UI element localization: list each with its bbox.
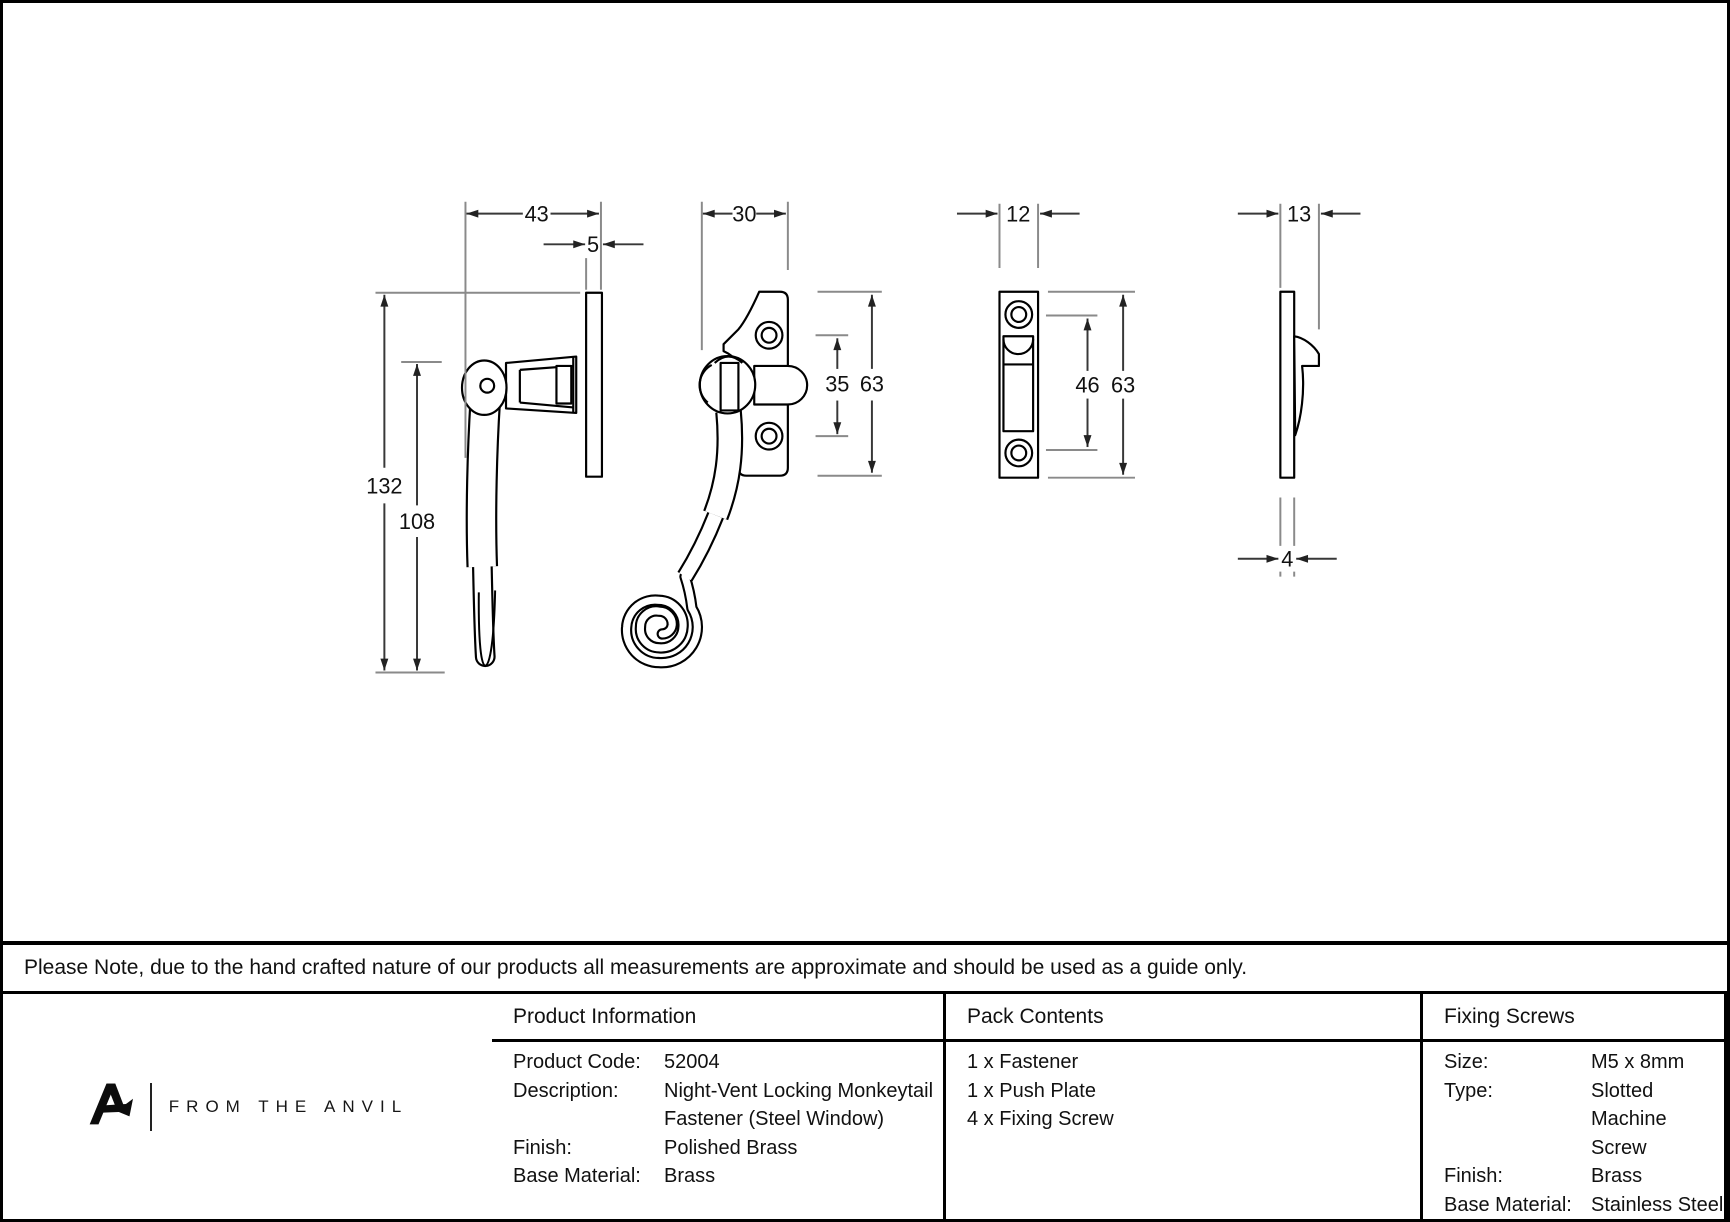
side-view-drawing	[460, 291, 604, 668]
brand-logo: FROM THE ANVIL	[87, 1080, 408, 1133]
extension-lines	[375, 201, 1320, 674]
header-pack-contents: Pack Contents	[946, 994, 1423, 1042]
front-view-drawing	[620, 290, 809, 669]
pack-item: 4 x Fixing Screw	[967, 1108, 1114, 1130]
dim-label-132: 132	[366, 474, 402, 499]
dim-label-4: 4	[1281, 547, 1293, 572]
pushplate-slot	[1002, 335, 1035, 433]
dim-label-63-pushplate: 63	[1111, 373, 1135, 398]
dim-label-46: 46	[1075, 373, 1099, 398]
row-label: Type:	[1444, 1079, 1493, 1102]
pushplate-front-drawing	[998, 290, 1040, 479]
row-value: Fastener (Steel Window)	[664, 1108, 885, 1130]
row-value: Polished Brass	[664, 1136, 798, 1159]
header-fixing-screws: Fixing Screws	[1423, 994, 1727, 1042]
fixing-screws-cell: Size: M5 x 8mm Type: Slotted Machine Scr…	[1423, 1042, 1727, 1219]
side-pivot-hole	[479, 377, 496, 394]
pushplate-side-drawing	[1279, 290, 1321, 479]
row-label: Base Material:	[1444, 1193, 1572, 1216]
product-information-cell: Product Code: 52004 Description: Night-V…	[492, 1042, 946, 1219]
pushplate-side-body	[1279, 290, 1296, 479]
dimension-lines	[380, 209, 1361, 671]
screw-row: Finish: Brass	[1444, 1162, 1724, 1191]
row-label: Size:	[1444, 1051, 1489, 1073]
dim-label-43: 43	[525, 202, 549, 227]
row-value: Stainless Steel	[1591, 1193, 1724, 1216]
product-row: Base Material: Brass	[513, 1162, 943, 1191]
front-keep-tab	[753, 364, 809, 406]
row-label: Finish:	[513, 1136, 572, 1159]
product-info-table: Product Information Pack Contents Fixing…	[3, 994, 1727, 1219]
front-lock-slot	[719, 361, 740, 412]
product-row: Description: Night-Vent Locking Monkeyta…	[513, 1077, 943, 1106]
anvil-logo-icon	[87, 1080, 133, 1133]
dim-label-108: 108	[399, 509, 435, 534]
row-label: Finish:	[1444, 1165, 1503, 1187]
product-row: Product Code: 52004	[513, 1048, 943, 1077]
brand-wordmark: FROM THE ANVIL	[168, 1096, 409, 1116]
screw-row: Size: M5 x 8mm	[1444, 1048, 1724, 1077]
pushplate-side-clip	[1293, 335, 1321, 437]
measurement-note-text: Please Note, due to the hand crafted nat…	[24, 955, 1248, 979]
pack-item: 1 x Fastener	[967, 1051, 1079, 1073]
row-value: 52004	[664, 1051, 720, 1073]
row-value: Brass	[1591, 1165, 1643, 1187]
row-label: Description:	[513, 1079, 619, 1102]
dim-label-12: 12	[1006, 202, 1030, 227]
dim-label-30: 30	[732, 202, 756, 227]
row-value: Slotted Machine Screw	[1591, 1079, 1667, 1159]
row-label	[513, 1105, 664, 1134]
row-value: Brass	[664, 1165, 716, 1187]
row-value: Night-Vent Locking Monkeytail	[664, 1079, 934, 1102]
dim-label-13: 13	[1287, 202, 1311, 227]
row-label: Product Code:	[513, 1051, 641, 1073]
dimension-labels: 43 5 132 108 30 35 63 12 46 63 13 4	[366, 202, 1311, 572]
screw-row: Type: Slotted Machine Screw	[1444, 1077, 1724, 1163]
drawing-area: 43 5 132 108 30 35 63 12 46 63 13 4	[3, 3, 1727, 941]
pack-item: 1 x Push Plate	[967, 1079, 1096, 1102]
product-row: Finish: Polished Brass	[513, 1134, 943, 1163]
brand-logo-cell: FROM THE ANVIL	[3, 994, 492, 1219]
header-product-information: Product Information	[492, 994, 946, 1042]
dim-label-35: 35	[825, 372, 849, 397]
dim-label-5: 5	[587, 232, 599, 257]
screw-row: Base Material: Stainless Steel	[1444, 1191, 1724, 1220]
measurement-note: Please Note, due to the hand crafted nat…	[3, 940, 1727, 994]
side-backplate	[585, 291, 604, 478]
brand-divider	[149, 1082, 152, 1131]
product-row: Fastener (Steel Window)	[513, 1105, 943, 1134]
dimension-drawings: 43 5 132 108 30 35 63 12 46 63 13 4	[366, 201, 1361, 674]
pack-contents-cell: 1 x Fastener 1 x Push Plate 4 x Fixing S…	[946, 1042, 1423, 1219]
dim-label-63-fastener: 63	[860, 372, 884, 397]
row-label: Base Material:	[513, 1165, 641, 1187]
row-value: M5 x 8mm	[1591, 1051, 1685, 1073]
